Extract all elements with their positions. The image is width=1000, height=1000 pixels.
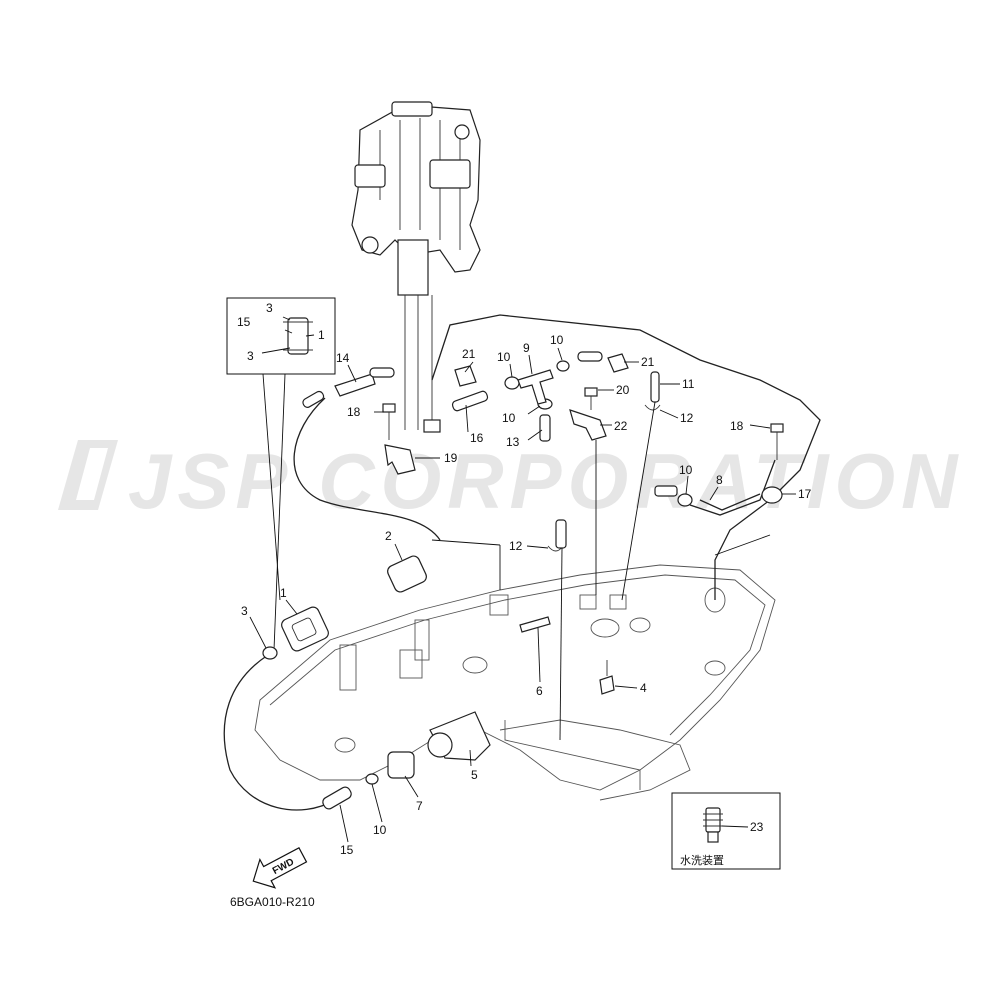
callout-12: 12	[509, 539, 523, 553]
fwd-arrow-icon	[252, 846, 308, 889]
parts	[262, 351, 784, 810]
bottom-cowling	[254, 564, 776, 801]
callout-10: 10	[679, 463, 693, 477]
callout-19: 19	[444, 451, 458, 465]
callout-23: 23	[750, 820, 764, 834]
callout-10: 10	[502, 411, 516, 425]
fwd-arrow: FWD	[252, 846, 308, 889]
inset-detail-box-wash	[671, 792, 781, 870]
callout-10: 10	[373, 823, 387, 837]
callout-15: 15	[237, 315, 251, 329]
callout-15: 15	[340, 843, 354, 857]
diagram-code: 6BGA010-R210	[230, 895, 315, 909]
callout-18: 18	[730, 419, 744, 433]
callout-22: 22	[614, 419, 628, 433]
callout-17: 17	[798, 487, 812, 501]
callout-7: 7	[416, 799, 423, 813]
callout-13: 13	[506, 435, 520, 449]
callout-12: 12	[680, 411, 694, 425]
callout-8: 8	[716, 473, 723, 487]
watermark-logo-inner	[76, 448, 108, 500]
callout-3: 3	[266, 301, 273, 315]
callout-9: 9	[523, 341, 530, 355]
callout-18: 18	[347, 405, 361, 419]
callout-1: 1	[318, 328, 325, 342]
callout-2: 2	[385, 529, 392, 543]
callout-4: 4	[640, 681, 647, 695]
callout-1: 1	[280, 586, 287, 600]
callout-16: 16	[470, 431, 484, 445]
callout-10: 10	[497, 350, 511, 364]
callout-10: 10	[550, 333, 564, 347]
callout-14: 14	[336, 351, 350, 365]
inset-caption: 水洗装置	[680, 854, 724, 867]
callout-11: 11	[682, 377, 695, 391]
hoses	[223, 314, 821, 811]
watermark: JSP CORPORATION	[58, 437, 963, 525]
inset-detail-box	[226, 297, 336, 651]
callout-labels: 3 15 1 3 14 18 19 21 10 9 10 21 20 11 12…	[237, 301, 812, 857]
callout-21: 21	[641, 355, 655, 369]
callout-3: 3	[247, 349, 254, 363]
callout-5: 5	[471, 768, 478, 782]
callout-21: 21	[462, 347, 476, 361]
callout-20: 20	[616, 383, 630, 397]
callout-3: 3	[241, 604, 248, 618]
callout-6: 6	[536, 684, 543, 698]
watermark-text: JSP CORPORATION	[128, 437, 963, 525]
engine-block	[351, 101, 481, 433]
leader-lines	[249, 316, 796, 843]
